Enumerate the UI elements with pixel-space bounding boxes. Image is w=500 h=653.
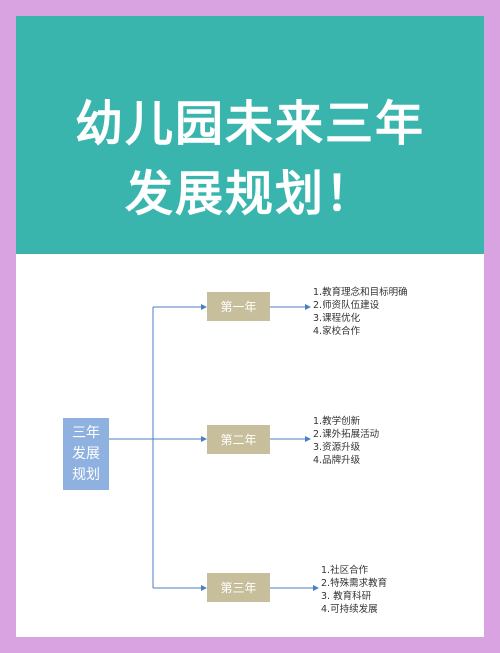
year-2-node: 第二年 [207,425,270,454]
connector-lines [109,304,319,591]
year-1-list: 1.教育理念和目标明确 2.师资队伍建设 3.课程优化 4.家校合作 [313,286,408,338]
list-item: 3. 教育科研 [321,591,372,602]
year-3-node: 第三年 [207,573,270,602]
list-item: 1.教育理念和目标明确 [313,287,408,298]
year-3-list: 1.社区合作 2.特殊需求教育 3. 教育科研 4.可持续发展 [321,564,387,616]
list-item: 4.可持续发展 [321,604,378,615]
list-item: 2.课外拓展活动 [313,429,380,440]
title-line-1: 幼儿园未来三年 [74,96,425,152]
list-item: 3.课程优化 [313,313,361,324]
title-line-2: 发展规划！ [124,166,375,222]
list-item: 4.品牌升级 [313,455,361,466]
list-item: 1.教学创新 [313,416,361,427]
list-item: 2.师资队伍建设 [313,300,380,311]
poster-card: 幼儿园未来三年 发展规划！ 三年 发展 规划 第一年 第二年 第三年 1.教育理… [16,16,484,637]
root-node: 三年 发展 规划 [63,418,109,490]
list-item: 4.家校合作 [313,326,361,337]
root-label-line-3: 规划 [72,466,100,483]
title-banner: 幼儿园未来三年 发展规划！ [16,16,484,254]
root-label-line-1: 三年 [72,424,100,441]
list-item: 2.特殊需求教育 [321,578,388,589]
year-2-list: 1.教学创新 2.课外拓展活动 3.资源升级 4.品牌升级 [313,415,379,467]
list-item: 3.资源升级 [313,442,361,453]
list-item: 1.社区合作 [321,565,369,576]
root-label-line-2: 发展 [72,445,100,462]
year-1-node: 第一年 [207,292,270,321]
